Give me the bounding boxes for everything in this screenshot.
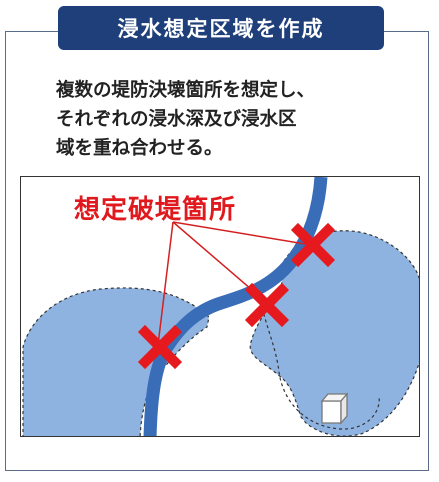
flood-area-left xyxy=(22,287,210,436)
description-text: 複数の堤防決壊箇所を想定し、 それぞれの浸水深及び浸水区 域を重ね合わせる。 xyxy=(56,80,316,159)
building-icon xyxy=(320,392,349,425)
flood-outline-middle xyxy=(260,301,380,430)
levee-break-label: 想定破堤箇所 xyxy=(74,195,237,225)
flood-diagram: 想定破堤箇所 xyxy=(20,176,420,437)
leader-line-left xyxy=(157,221,174,346)
section-title: 浸水想定区域を作成 xyxy=(117,17,325,41)
leader-line-top xyxy=(172,221,312,246)
flood-diagram-svg xyxy=(22,177,419,436)
break-marker-middle xyxy=(244,282,290,328)
break-marker-top xyxy=(290,222,336,268)
break-marker-left xyxy=(137,324,183,370)
flood-area-right xyxy=(249,230,419,436)
section-title-badge: 浸水想定区域を作成 xyxy=(58,6,384,50)
